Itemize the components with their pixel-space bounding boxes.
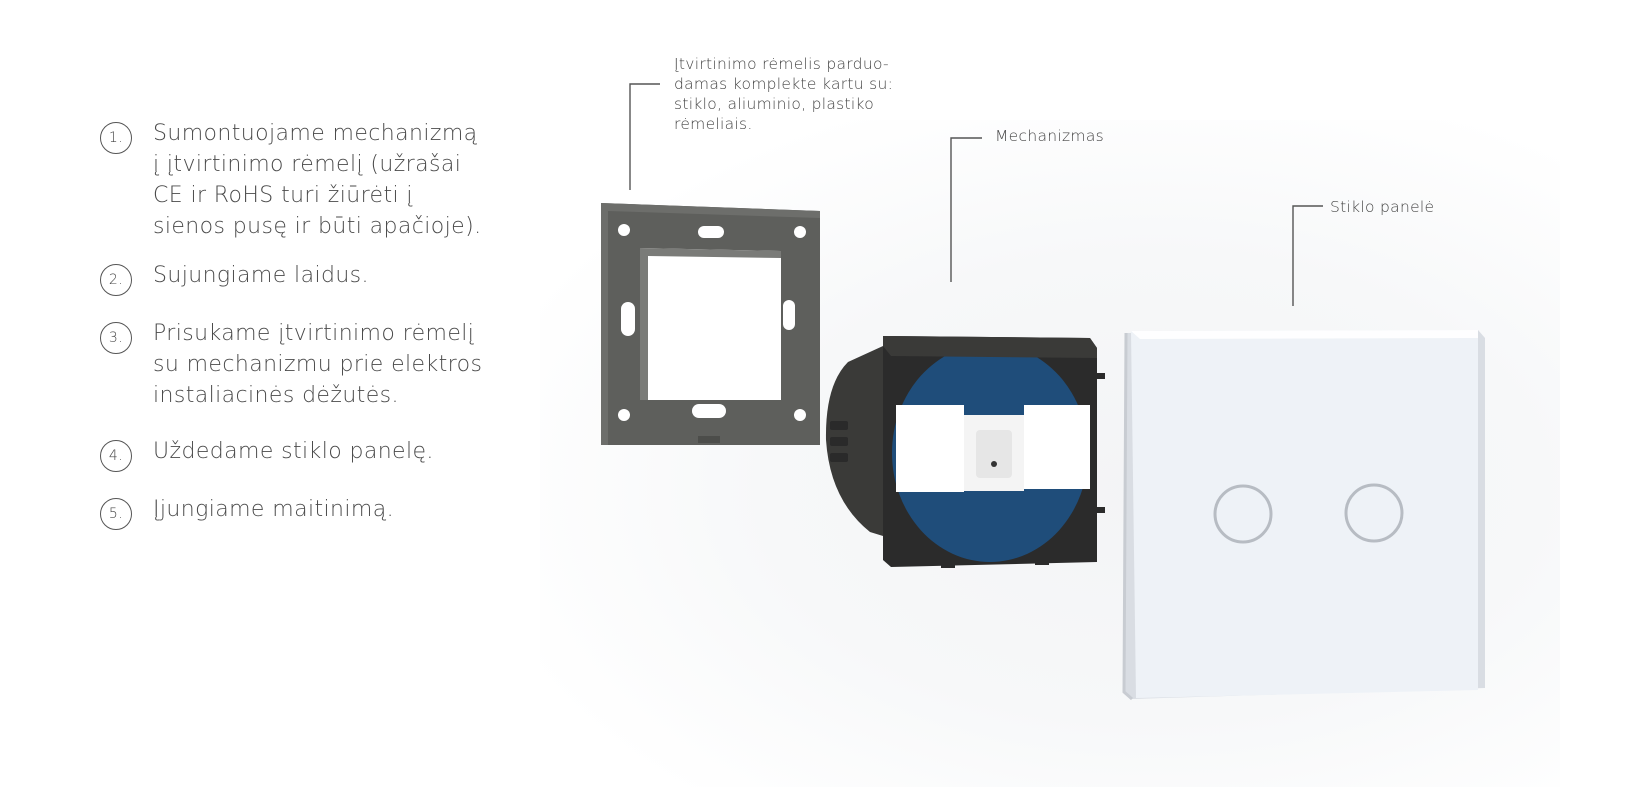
- step-text: Uždedame stiklo panelę.: [153, 439, 434, 464]
- step-text: Prisukame įtvirtinimo rėmelį su mechaniz…: [153, 321, 483, 408]
- step-5: 5. Įjungiame maitinimą.: [100, 497, 483, 530]
- mechanism-callout: Mechanizmas: [995, 127, 1104, 145]
- step-number: 2.: [100, 264, 132, 296]
- step-text: Sumontuojame mechanizmą į įtvirtinimo rė…: [153, 121, 482, 239]
- mounting-frame: [601, 203, 820, 445]
- frame-leader-line: [629, 83, 660, 190]
- glass-callout: Stiklo panelė: [1330, 198, 1435, 216]
- touch-button-right: [1344, 483, 1404, 543]
- step-1: 1. Sumontuojame mechanizmą į įtvirtinimo…: [100, 121, 483, 242]
- step-number: 5.: [100, 498, 132, 530]
- step-2: 2. Sujungiame laidus.: [100, 263, 483, 296]
- touch-button-left: [1213, 484, 1273, 544]
- step-number: 3.: [100, 322, 132, 354]
- mechanism: [825, 336, 1105, 568]
- glass-leader-line: [1292, 205, 1323, 306]
- step-number: 4.: [100, 440, 132, 472]
- frame-callout: Įtvirtinimo rėmelis parduo- damas komple…: [674, 55, 894, 133]
- step-3: 3. Prisukame įtvirtinimo rėmelį su mecha…: [100, 321, 483, 411]
- glass-panel: [1122, 330, 1485, 701]
- step-4: 4. Uždedame stiklo panelę.: [100, 439, 483, 472]
- step-number: 1.: [100, 122, 132, 154]
- step-text: Sujungiame laidus.: [153, 263, 369, 288]
- step-text: Įjungiame maitinimą.: [153, 497, 394, 522]
- mechanism-leader-line: [950, 137, 982, 282]
